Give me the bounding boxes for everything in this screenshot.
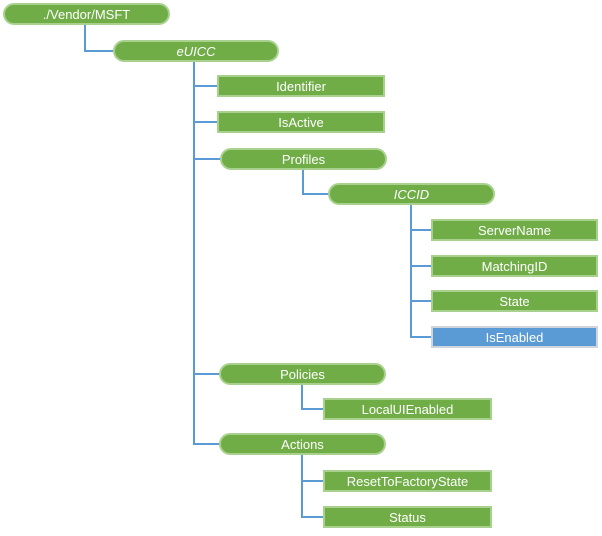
node-isenabled: IsEnabled [431,326,598,348]
node-resettofactorystate: ResetToFactoryState [323,470,492,492]
connector-actions-to-status [302,516,324,518]
connector-iccid-to-matchingid [411,265,432,267]
node-state: State [431,290,598,312]
node-vendor-msft: ./Vendor/MSFT [3,3,170,25]
connector-profiles-to-iccid [302,170,304,195]
connector-iccid-to-state [411,300,432,302]
node-profiles: Profiles [220,148,387,170]
node-matchingid: MatchingID [431,255,598,277]
connector-euicc-to-isactive [194,121,218,123]
connector-euicc-to-actions [194,443,220,445]
connector-iccid-trunk [410,205,412,338]
connector-euicc-trunk [193,62,195,445]
connector-actions-to-reset [302,480,324,482]
connector-vendor-to-euicc [84,25,86,52]
node-localuienabled: LocalUIEnabled [323,398,492,420]
connector-policies-to-localuienabled [302,408,324,410]
connector-euicc-to-identifier [194,85,218,87]
node-iccid: ICCID [328,183,495,205]
connector-iccid-to-servername [411,229,432,231]
node-identifier: Identifier [217,75,385,97]
connector-euicc-to-policies [194,373,220,375]
connector-iccid-to-isenabled [411,336,432,338]
node-isactive: IsActive [217,111,385,133]
connector-policies-to-localuienabled [301,385,303,410]
connector-vendor-to-euicc [85,50,114,52]
node-status: Status [323,506,492,528]
node-servername: ServerName [431,219,598,241]
node-policies: Policies [219,363,386,385]
node-euicc: eUICC [113,40,279,62]
connector-actions-trunk [301,455,303,518]
connector-profiles-to-iccid [303,193,329,195]
node-actions: Actions [219,433,386,455]
connector-euicc-to-profiles [194,158,221,160]
